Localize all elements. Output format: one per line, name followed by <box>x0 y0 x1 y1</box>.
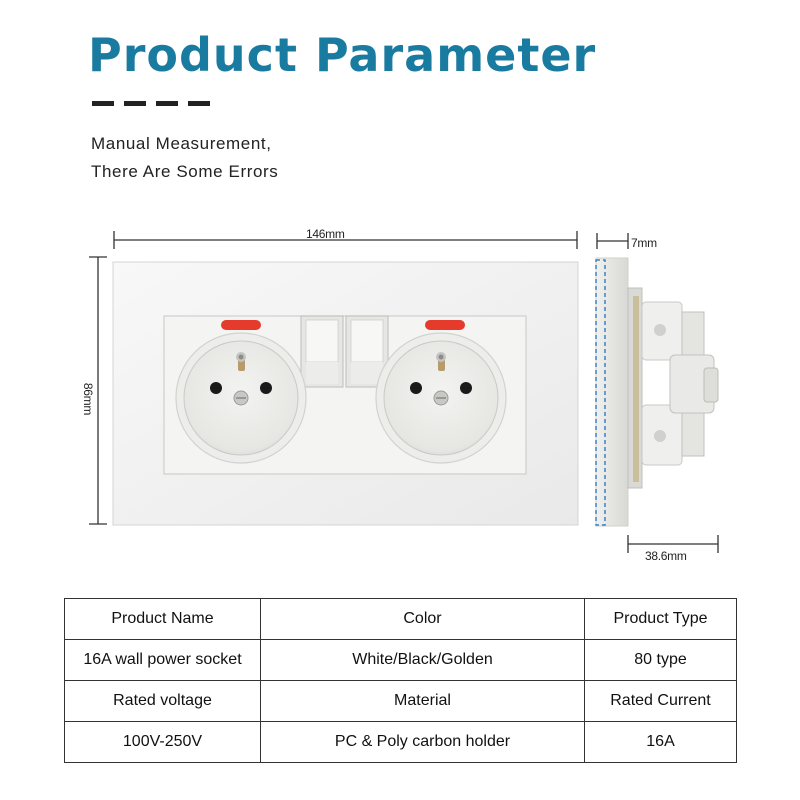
rocker-switch-left <box>300 315 344 388</box>
subtitle-line-1: Manual Measurement, <box>91 134 272 153</box>
thickness-dimension-line <box>596 233 629 249</box>
table-row: Product Name Color Product Type <box>64 598 737 640</box>
width-dimension-label: 146mm <box>306 227 345 241</box>
table-cell: Color <box>260 598 585 640</box>
dash <box>156 101 178 106</box>
table-cell: Rated Current <box>584 680 737 722</box>
table-row: 100V-250V PC & Poly carbon holder 16A <box>64 721 737 763</box>
subtitle: Manual Measurement, There Are Some Error… <box>91 130 278 186</box>
table-cell: 16A wall power socket <box>64 639 261 681</box>
socket-side-view <box>595 257 719 527</box>
parameter-table: Product Name Color Product Type 16A wall… <box>64 598 737 763</box>
height-dimension-line <box>89 256 107 525</box>
depth-dimension-line <box>627 535 719 553</box>
thickness-dimension-label: 7mm <box>631 236 657 250</box>
table-cell: PC & Poly carbon holder <box>260 721 585 763</box>
indicator-light-right <box>425 320 465 330</box>
table-cell: 80 type <box>584 639 737 681</box>
title-underline-dashes <box>92 101 210 106</box>
socket-front-view <box>112 261 579 526</box>
width-dimension-line <box>113 231 578 249</box>
dash <box>124 101 146 106</box>
table-cell: Product Type <box>584 598 737 640</box>
table-cell: 16A <box>584 721 737 763</box>
table-cell: White/Black/Golden <box>260 639 585 681</box>
height-dimension-label: 86mm <box>81 382 96 416</box>
dash <box>92 101 114 106</box>
socket-outlet-left <box>175 332 307 464</box>
table-cell: 100V-250V <box>64 721 261 763</box>
table-row: 16A wall power socket White/Black/Golden… <box>64 639 737 681</box>
indicator-light-left <box>221 320 261 330</box>
dash <box>188 101 210 106</box>
subtitle-line-2: There Are Some Errors <box>91 162 279 181</box>
socket-outlet-right <box>375 332 507 464</box>
table-cell: Material <box>260 680 585 722</box>
table-row: Rated voltage Material Rated Current <box>64 680 737 722</box>
table-cell: Product Name <box>64 598 261 640</box>
page-title: Product Parameter <box>88 28 597 82</box>
table-cell: Rated voltage <box>64 680 261 722</box>
depth-dimension-label: 38.6mm <box>645 549 687 563</box>
side-thickness-marker <box>595 259 606 526</box>
